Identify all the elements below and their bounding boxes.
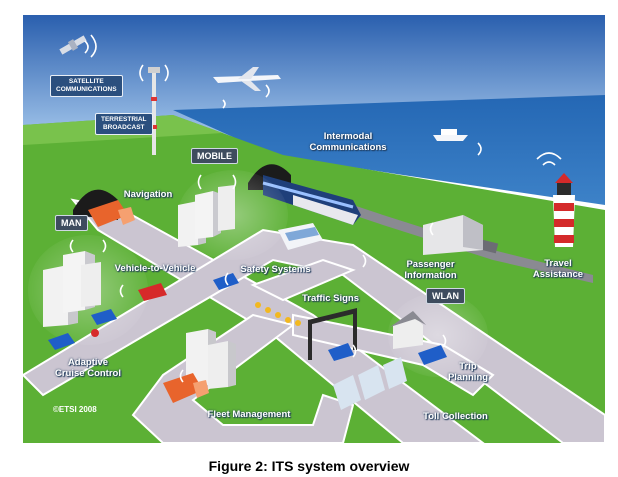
car-traffic [328,343,354,361]
station-building [423,215,483,255]
ship [433,129,468,141]
car-trip [418,345,447,365]
label-safety-systems: Safety Systems [240,264,311,275]
satellite [59,35,87,55]
label-navigation: Navigation [123,189,173,200]
label-adaptive-cruise-control: Adaptive Cruise Control [55,357,121,379]
house [390,311,426,349]
sea [173,95,605,205]
train [262,175,361,225]
label-satellite-communications: SATELLITE COMMUNICATIONS [50,75,123,97]
truck-fleet [163,373,209,403]
label-man: MAN [55,215,88,231]
copyright-notice: ©ETSI 2008 [53,405,97,414]
figure-caption: Figure 2: ITS system overview [208,458,410,474]
car-v2v-2 [138,283,167,301]
toll-gantry [308,308,357,360]
its-overview-figure: SATELLITE COMMUNICATIONS TERRESTRIAL BRO… [23,15,605,443]
label-traffic-signs: Traffic Signs [301,293,359,304]
airplane [213,67,281,91]
label-terrestrial-broadcast: TERRESTRIAL BROADCAST [95,113,153,135]
traffic-cones [255,302,301,326]
railway [263,175,593,283]
label-wlan: WLAN [426,288,465,304]
label-trip-planning: Trip Planning [447,361,489,383]
bus [278,223,323,250]
buildings-mobile [178,185,235,247]
lighthouse [553,173,575,247]
label-travel-assistance: Travel Assistance [532,258,584,280]
buildings-fleet [186,329,236,389]
label-intermodal-communications: Intermodal Communications [309,131,387,153]
broadcast-tower [148,67,160,155]
signal-waves [69,34,562,383]
label-mobile: MOBILE [191,148,238,164]
stop-sign [91,329,99,337]
car-acc [48,333,75,350]
label-toll-collection: Toll Collection [423,411,488,422]
label-fleet-management: Fleet Management [207,409,291,420]
its-scene [23,15,605,443]
buildings-man [43,251,101,327]
truck-navigation [88,200,135,227]
toll-booths [333,357,407,410]
label-vehicle-to-vehicle: Vehicle-to-Vehicle [114,263,196,274]
car-v2v-1 [91,309,117,325]
label-passenger-information: Passenger Information [404,259,457,281]
